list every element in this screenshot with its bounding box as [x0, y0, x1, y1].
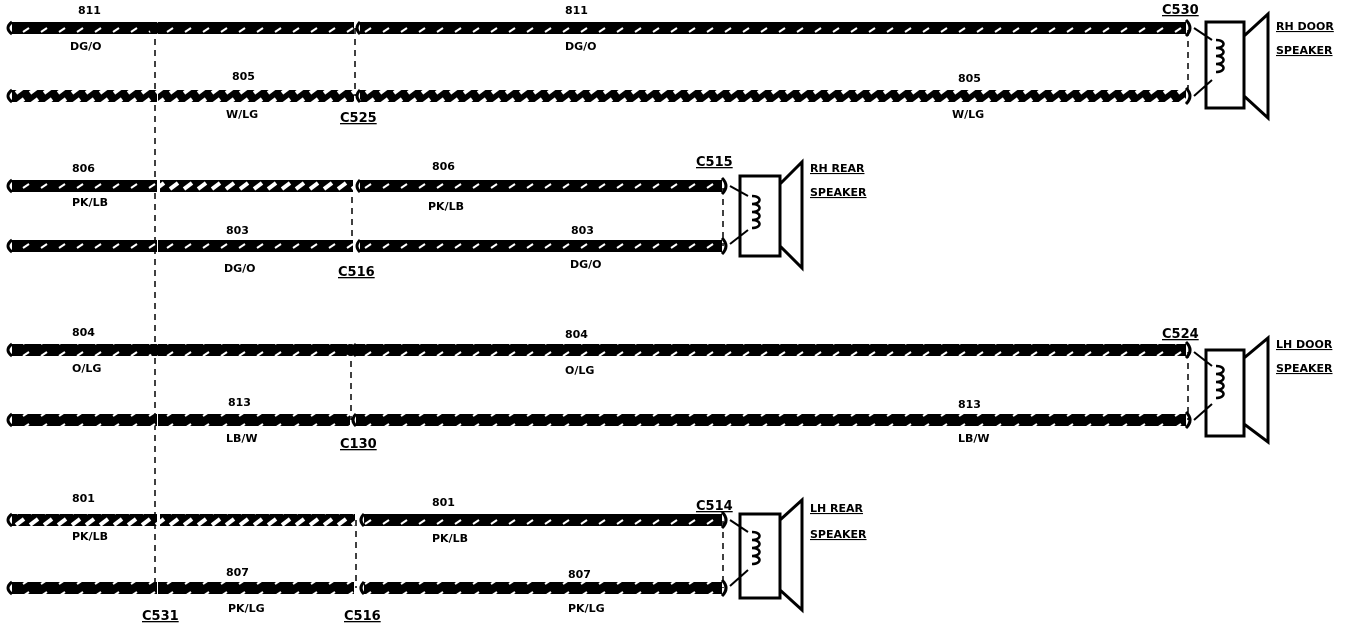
wire-color: PK/LG — [228, 602, 265, 615]
wire-segment — [356, 414, 1186, 426]
wire-color: DG/O — [70, 40, 102, 53]
wire-number: 807 — [226, 566, 249, 579]
wire-segment — [356, 344, 1186, 356]
wire-segment — [12, 180, 157, 192]
wire-color: O/LG — [72, 362, 101, 375]
splice-dot — [345, 344, 357, 356]
wire-segment — [360, 180, 722, 192]
wire-labels: 811 DG/O 811 DG/O 805 W/LG 805 W/LG 806 … — [70, 4, 990, 615]
wire-segment — [158, 344, 350, 356]
connector-labels: C525 C516 C130 C531 C516 C530 C515 C524 … — [142, 3, 1199, 624]
connector-label: C525 — [340, 111, 377, 126]
wire-number: 807 — [568, 568, 591, 581]
connector-label: C516 — [338, 265, 375, 280]
wire-color: W/LG — [952, 108, 984, 121]
wire-row-5 — [12, 344, 1186, 356]
wire-number: 805 — [232, 70, 255, 83]
wire-color: LB/W — [226, 432, 258, 445]
wire-number: 806 — [432, 160, 455, 173]
wire-number: 803 — [226, 224, 249, 237]
wire-number: 813 — [228, 396, 251, 409]
wire-number: 813 — [958, 398, 981, 411]
speaker-label-line1: RH DOOR — [1276, 20, 1334, 33]
wire-segment — [12, 240, 157, 252]
wire-color: LB/W — [958, 432, 990, 445]
speaker-label-line2: SPEAKER — [810, 528, 867, 541]
wire-segment — [158, 22, 354, 34]
wire-segment — [158, 240, 353, 252]
wire-segment — [158, 582, 354, 594]
wire-row-4 — [12, 240, 722, 252]
wire-color: PK/LB — [432, 532, 468, 545]
wire-number: 811 — [78, 4, 101, 17]
wire-segment — [12, 344, 157, 356]
wire-segment — [160, 514, 355, 526]
wire-segment — [160, 180, 353, 192]
speaker-lh-rear-icon — [729, 496, 804, 614]
wire-number: 811 — [565, 4, 588, 17]
wire-segment — [12, 414, 157, 426]
connector-label: C524 — [1162, 327, 1199, 342]
speaker-label-line1: RH REAR — [810, 162, 865, 175]
speaker-rh-rear-icon — [729, 158, 804, 272]
wire-number: 801 — [432, 496, 455, 509]
speaker-label-line2: SPEAKER — [1276, 44, 1333, 57]
connector-label: C514 — [696, 499, 733, 514]
wire-number: 803 — [571, 224, 594, 237]
wire-number: 806 — [72, 162, 95, 175]
wire-number: 804 — [565, 328, 588, 341]
wire-segment — [360, 90, 1186, 102]
speaker-label-line2: SPEAKER — [810, 186, 867, 199]
wire-segment — [12, 90, 157, 102]
wire-segment — [12, 22, 157, 34]
wire-segment — [12, 514, 157, 526]
splice-dot — [149, 22, 161, 34]
wire-color: DG/O — [565, 40, 597, 53]
wire-segment — [158, 414, 350, 426]
wire-segment — [360, 22, 1186, 34]
connector-label: C531 — [142, 609, 179, 624]
wire-color: O/LG — [565, 364, 594, 377]
wire-color: PK/LB — [428, 200, 464, 213]
speaker-labels: RH DOOR SPEAKER RH REAR SPEAKER LH DOOR … — [810, 20, 1334, 541]
wire-color: DG/O — [570, 258, 602, 271]
wire-row-1 — [12, 22, 1186, 34]
wire-segment — [158, 90, 354, 102]
wire-color: PK/LB — [72, 196, 108, 209]
wire-row-8 — [12, 582, 722, 594]
wire-number: 804 — [72, 326, 95, 339]
wire-segment — [364, 514, 722, 526]
wire-row-2 — [12, 90, 1186, 102]
connector-label: C515 — [696, 155, 733, 170]
wire-color: PK/LG — [568, 602, 605, 615]
splice-dots — [149, 22, 357, 356]
connector-label: C130 — [340, 437, 377, 452]
splice-lines — [154, 28, 1189, 588]
splice-dot — [149, 344, 161, 356]
wire-end-marks — [6, 18, 1192, 598]
wire-segment — [364, 582, 722, 594]
wire-color: W/LG — [226, 108, 258, 121]
connector-label: C516 — [344, 609, 381, 624]
wire-row-7 — [12, 514, 722, 526]
wire-segment — [12, 582, 157, 594]
wire-number: 801 — [72, 492, 95, 505]
wire-row-3 — [12, 180, 722, 192]
speaker-lh-door-icon — [1193, 334, 1270, 445]
connector-label: C530 — [1162, 3, 1199, 18]
wire-row-6 — [12, 414, 1186, 426]
speaker-label-line2: SPEAKER — [1276, 362, 1333, 375]
speaker-label-line1: LH DOOR — [1276, 338, 1333, 351]
wire-color: DG/O — [224, 262, 256, 275]
speaker-label-line1: LH REAR — [810, 502, 864, 515]
speaker-rh-door-icon — [1193, 10, 1270, 122]
wire-segment — [360, 240, 722, 252]
wire-number: 805 — [958, 72, 981, 85]
wire-color: PK/LB — [72, 530, 108, 543]
